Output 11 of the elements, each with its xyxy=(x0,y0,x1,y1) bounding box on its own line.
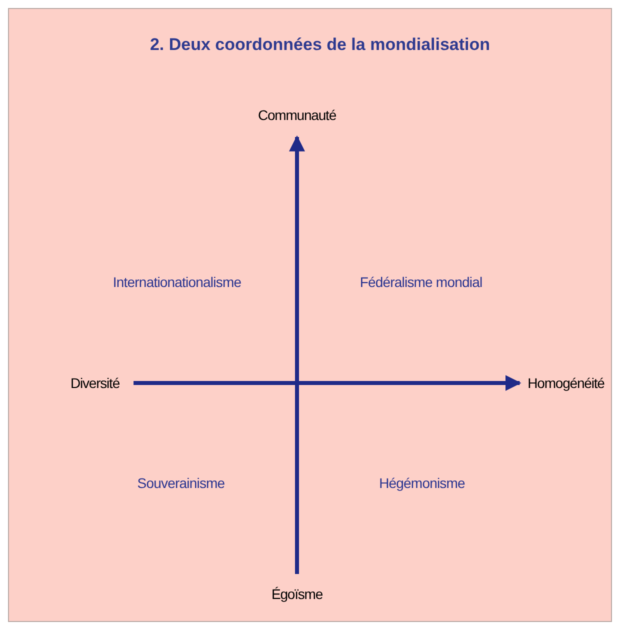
axis-label: Homogénéité xyxy=(520,375,604,391)
quadrant-label: Souverainisme xyxy=(137,475,225,491)
axis-label: Égoïsme xyxy=(271,574,323,602)
title: 2. Deux coordonnées de la mondialisation xyxy=(150,35,490,55)
arrow xyxy=(289,135,305,574)
quadrant-label: Internationationalisme xyxy=(112,274,242,290)
quadrant-label: Hégémonisme xyxy=(379,475,465,491)
axis-label: Diversité xyxy=(70,375,134,391)
axis-label: Communauté xyxy=(258,107,336,137)
arrow xyxy=(134,375,522,391)
quadrant-label: Fédéralisme mondial xyxy=(360,274,482,290)
